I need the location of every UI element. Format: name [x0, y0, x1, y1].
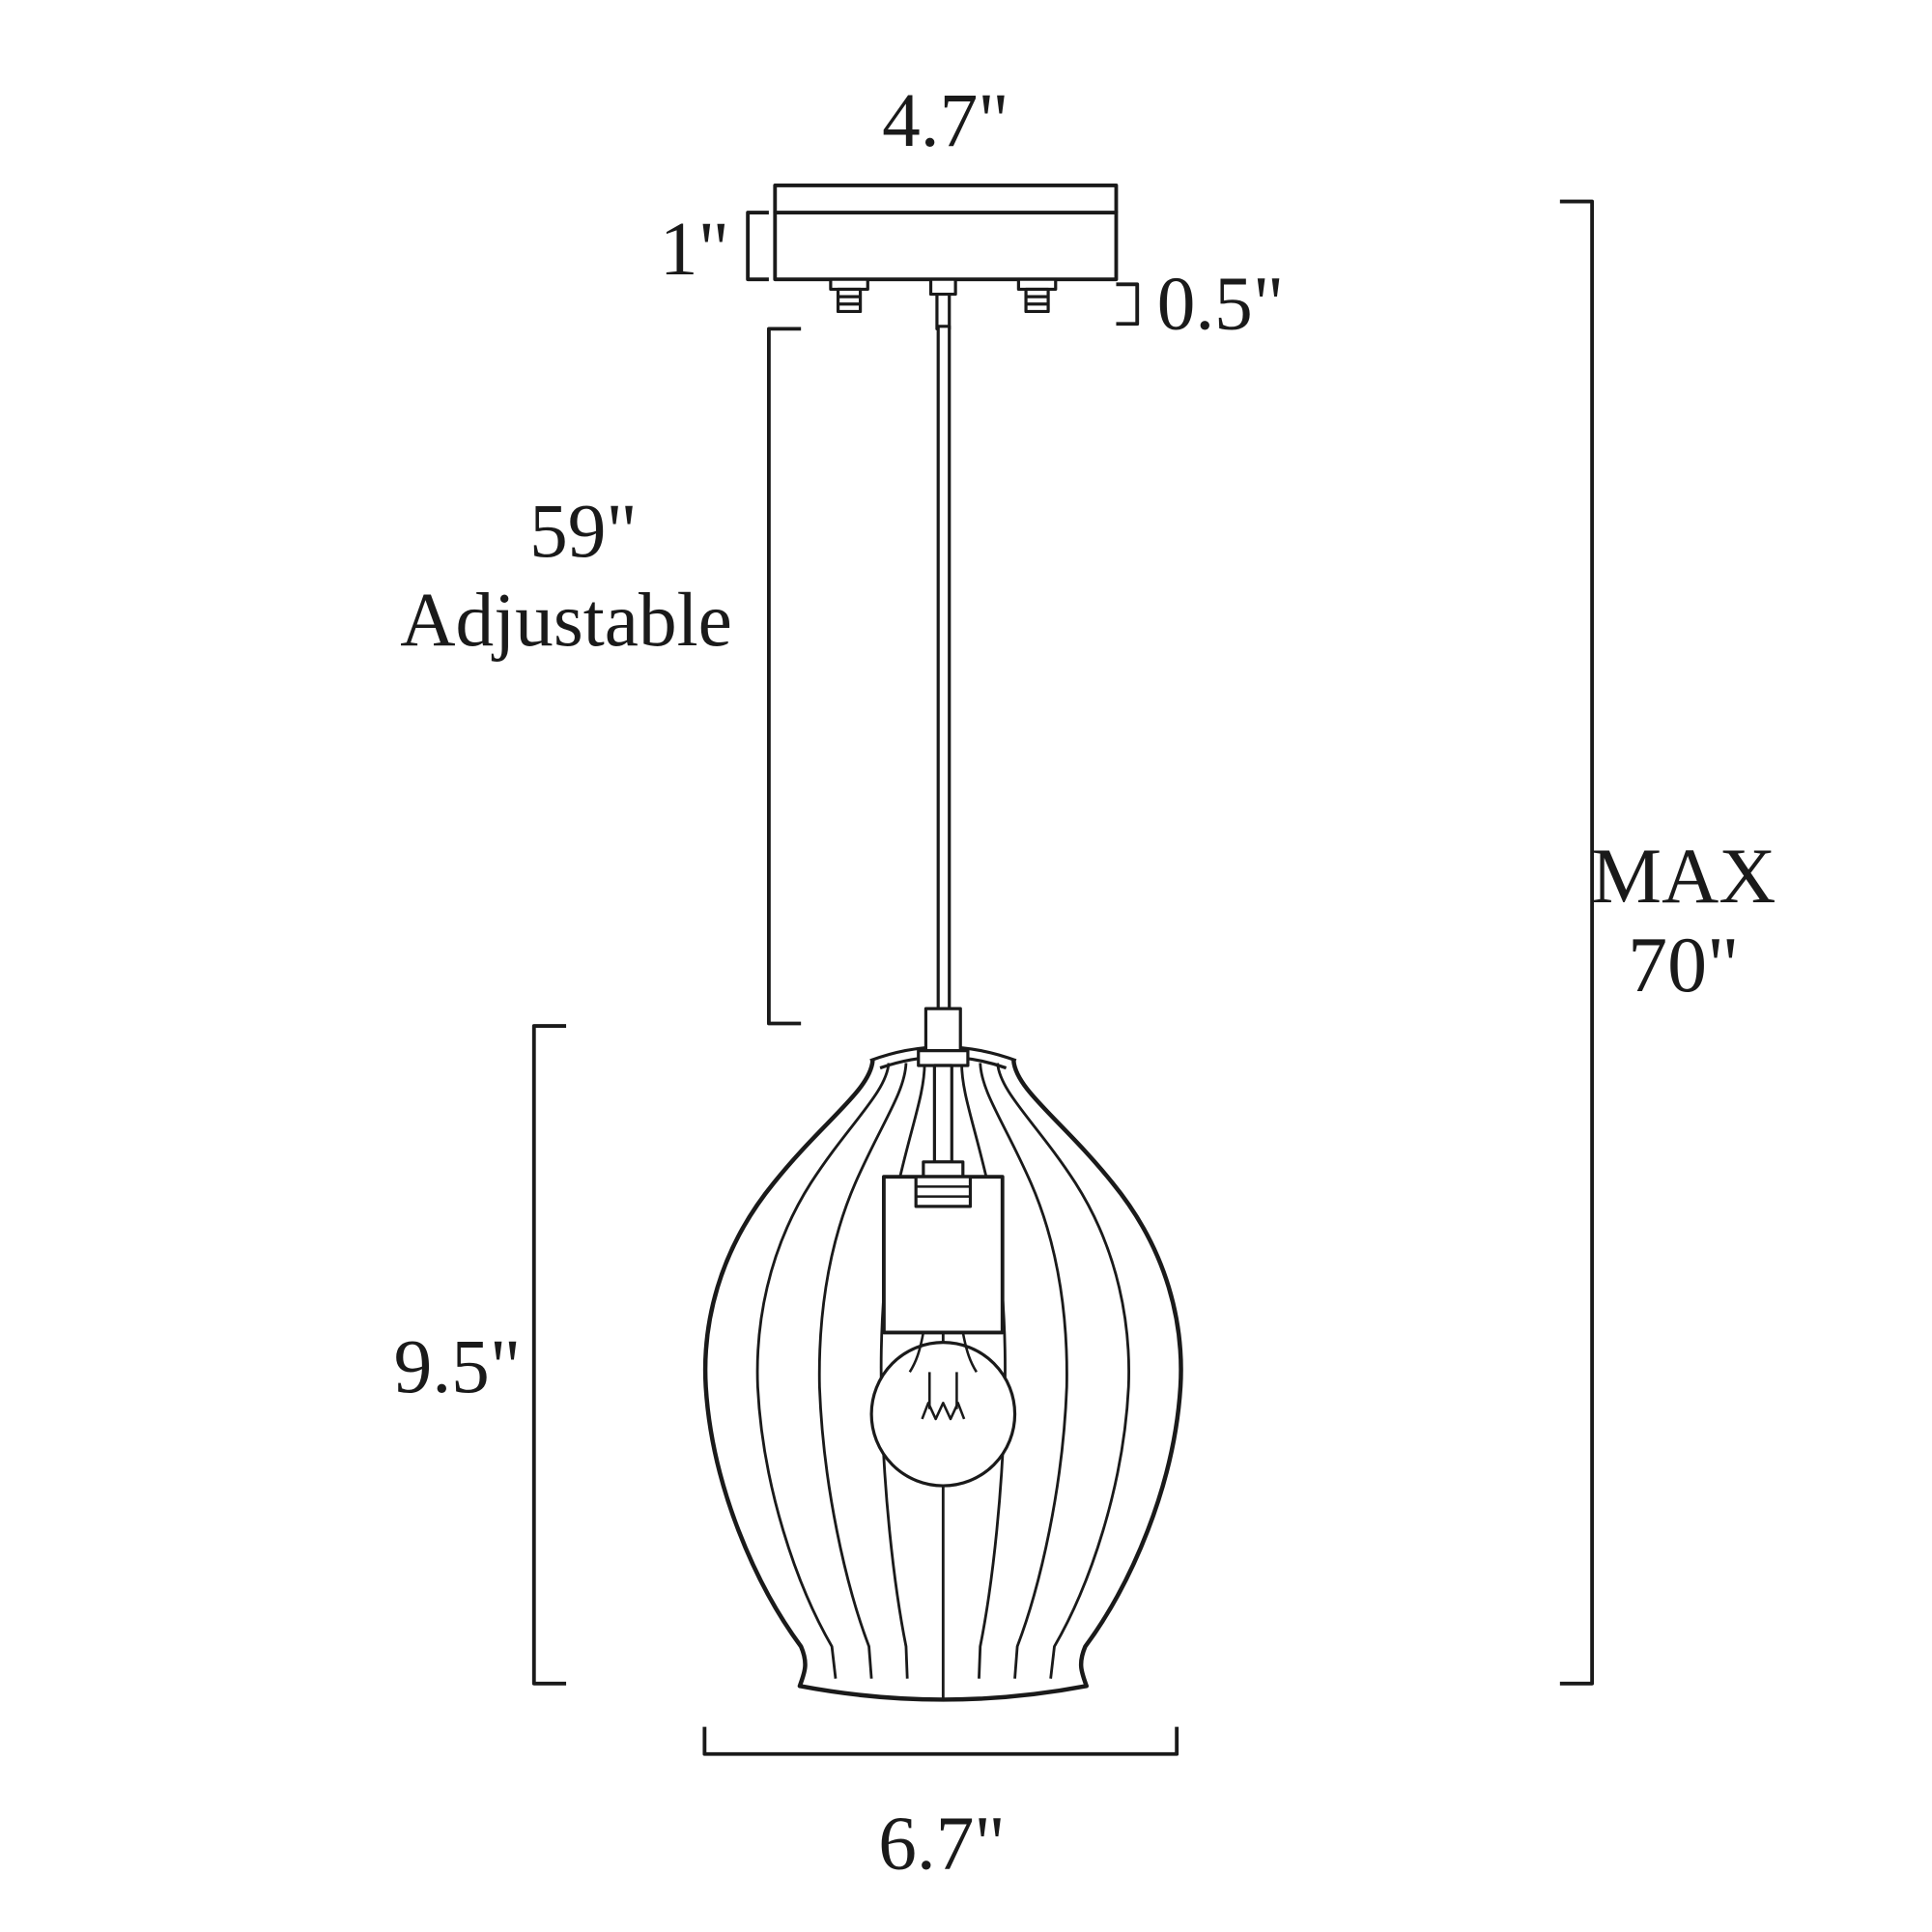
- dim-max-height-bracket: [1559, 199, 1595, 1686]
- shade-rib: [817, 1063, 908, 1679]
- label-shade-width: 6.7": [878, 1802, 1006, 1887]
- mounting-screw-right: [1016, 277, 1058, 314]
- bulb-neck: [908, 1332, 978, 1374]
- canopy-stem: [935, 292, 952, 330]
- dim-shade-width-line: [702, 1726, 1179, 1756]
- filament-icon: [921, 1402, 966, 1421]
- socket-threads: [916, 1185, 971, 1198]
- drawing: [531, 184, 1595, 1756]
- bulb: [869, 1341, 1017, 1488]
- label-canopy-height: 1": [660, 207, 729, 292]
- socket-cap: [914, 1175, 973, 1208]
- label-shade-height: 9.5": [394, 1324, 522, 1409]
- socket-stem: [932, 1064, 953, 1164]
- canopy-stem-collar: [928, 277, 957, 297]
- mounting-screw-left: [829, 277, 869, 314]
- shade-rib: [979, 1063, 1068, 1679]
- cord-grip: [923, 1007, 962, 1053]
- label-cord-length: 59": [529, 489, 638, 574]
- canopy: [773, 211, 1119, 282]
- dim-cord-length-bracket: [766, 327, 802, 1026]
- shade-outline: [702, 1060, 1183, 1702]
- shade-rib: [996, 1063, 1130, 1679]
- dim-screw-height-bracket: [1116, 282, 1140, 327]
- dim-canopy-height-bracket: [746, 211, 769, 282]
- label-cord-note: Adjustable: [400, 578, 732, 663]
- label-max-height: MAX: [1591, 832, 1776, 920]
- label-screw-height: 0.5": [1157, 261, 1285, 346]
- shade-rib: [755, 1063, 891, 1679]
- dim-canopy-width-line: [773, 184, 1119, 213]
- cord: [936, 325, 952, 1015]
- label-max-height-value: 70": [1628, 921, 1739, 1009]
- label-canopy-width: 4.7": [882, 78, 1009, 163]
- neck-collar: [917, 1049, 970, 1067]
- labels: 4.7" 1" 0.5" 59" Adjustable 9.5" MAX 70"…: [394, 78, 1776, 1887]
- dim-shade-height-bracket: [531, 1024, 567, 1686]
